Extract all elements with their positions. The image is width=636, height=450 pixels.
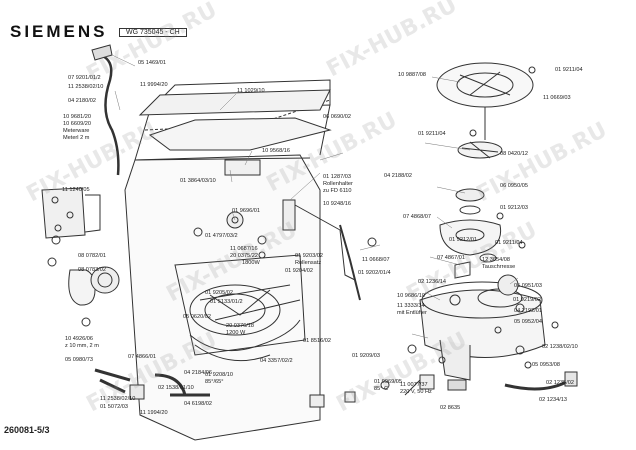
part-label: 04 2192/01 <box>514 308 542 314</box>
part-label: 10 6609/20 <box>63 121 91 127</box>
part-label: 01 3864/03/10 <box>180 178 216 184</box>
part-label: 11 1029/10 <box>237 88 265 94</box>
part-label: 10 9681/20 <box>63 114 91 120</box>
part-label: 02 8635 <box>440 405 461 411</box>
part-label: 04 2180/02 <box>68 98 96 104</box>
part-label: 04 2184/06 <box>184 370 212 376</box>
part-label: 01 8516/02 <box>303 338 331 344</box>
part-label: 04 2188/02 <box>384 173 412 179</box>
part-label: 11 3333/34 <box>397 303 425 309</box>
part-label: 01 9203/02 <box>295 253 323 259</box>
part-label: 11 1994/20 <box>140 410 168 416</box>
part-label: 02 1238/02/10 <box>542 344 578 350</box>
part-label: 02 1235/02 <box>546 380 574 386</box>
part-label: 08 0782/01 <box>78 253 106 259</box>
part-label: 07 4866/01 <box>128 354 156 360</box>
document-number: 260081-5/3 <box>4 425 50 435</box>
brand-logo: SIEMENS <box>10 22 108 41</box>
part-label: z 10 mm, 2 m <box>65 343 99 349</box>
part-label: 10 4926/06 <box>65 336 93 342</box>
part-label: 05 0952/04 <box>514 319 542 325</box>
part-label: 05 0953/08 <box>532 362 560 368</box>
part-label: 02 1236/14 <box>418 279 446 285</box>
part-label: 02 1538/01/10 <box>158 385 194 391</box>
part-label: 01 1287/03 <box>323 174 351 180</box>
part-label: 01 9208/10 <box>205 372 233 378</box>
part-label: 01 9211/04 <box>555 67 583 73</box>
part-label: Rollensatz <box>295 260 322 266</box>
part-label: 05 0980/73 <box>65 357 93 363</box>
part-label: 06 0950/05 <box>500 183 528 189</box>
part-label: 11 0669/03 <box>543 95 571 101</box>
part-label: 220 V, 50 Hz <box>400 389 432 395</box>
part-label: 01 9219/02 <box>513 297 541 303</box>
part-label: 01 9211/04 <box>418 131 446 137</box>
part-label: 11 0687/16 <box>230 246 258 252</box>
part-label: 07 4868/07 <box>403 214 431 220</box>
part-label: 05 0620/02 <box>183 314 211 320</box>
part-label: 10 9568/16 <box>262 148 290 154</box>
part-label: 02 1234/13 <box>539 397 567 403</box>
part-label: 01 9696/01 <box>232 208 260 214</box>
part-label: 01 4797/03/2 <box>205 233 238 239</box>
part-label: 85° C <box>374 386 389 392</box>
part-label: 11 2538/02/10 <box>100 396 136 402</box>
part-label: 07 9201/01/2 <box>68 75 101 81</box>
part-label: 08 0783/02 <box>78 267 106 273</box>
part-label: 11 2538/02/10 <box>68 84 104 90</box>
part-label: 08 0420/12 <box>500 151 528 157</box>
part-label: 04 6198/02 <box>184 401 212 407</box>
part-label: 10 9887/08 <box>398 72 426 78</box>
part-label: 10 9248/16 <box>323 201 351 207</box>
part-label: 01 9209/03 <box>352 353 380 359</box>
part-label: 1200 W <box>226 330 246 336</box>
part-label: 11 1240/05 <box>62 187 90 193</box>
part-label: 11 9994/20 <box>140 82 168 88</box>
part-label: 20 0376/18 <box>226 323 254 329</box>
part-label: 01 9212/03 <box>500 205 528 211</box>
part-label: 11 0077/37 <box>400 382 428 388</box>
part-label: 01 9205/02 <box>205 290 233 296</box>
part-label: 07 4867/01 <box>437 255 465 261</box>
part-label: Meterl 2 m <box>63 135 90 141</box>
part-label: 05 1469/01 <box>138 60 166 66</box>
part-label: 01 9202/01/4 <box>358 270 391 276</box>
part-label: Rollenhalter <box>323 181 353 187</box>
part-label: 01 9212/01 <box>449 237 477 243</box>
part-label: 1800W <box>242 260 260 266</box>
part-label: 04 3357/02/2 <box>260 358 293 364</box>
part-label: zu FD 6110 <box>323 188 352 194</box>
part-label: 01 9969/05 <box>374 379 402 385</box>
part-label: 01 5133/01/2 <box>210 299 243 305</box>
part-label: 85°/65° <box>205 379 224 385</box>
model-number: WG 735045 - CH <box>119 28 187 37</box>
part-label: 10 9686/10 <box>397 293 425 299</box>
part-label: 05 0951/03 <box>514 283 542 289</box>
part-label: 01 9204/02 <box>285 268 313 274</box>
part-label: Tauschrresse <box>482 264 516 270</box>
part-label: Meterware <box>63 128 90 134</box>
part-label: 12 3654/08 <box>482 257 510 263</box>
part-label: 20 0375/22 <box>230 253 258 259</box>
part-label: 06 0690/02 <box>323 114 351 120</box>
part-label: 11 0668/07 <box>362 257 390 263</box>
part-label: mit Entlüfter <box>397 310 427 316</box>
part-label: 01 5072/03 <box>100 404 128 410</box>
part-label: 01 9211/04 <box>495 240 523 246</box>
